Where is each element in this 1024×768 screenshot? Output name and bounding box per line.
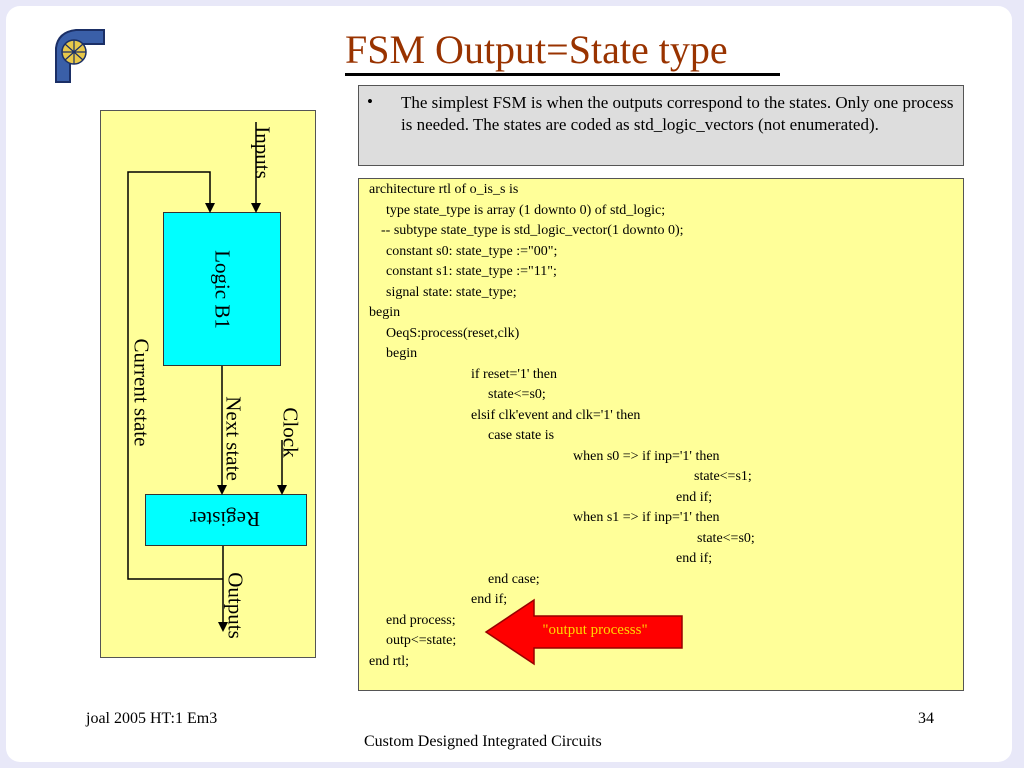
footer-author: joal 2005 HT:1 Em3 <box>86 710 218 727</box>
code-line: -- subtype state_type is std_logic_vecto… <box>381 223 684 238</box>
code-line: end if; <box>676 551 713 566</box>
code-line: type state_type is array (1 downto 0) of… <box>386 203 666 218</box>
code-line: end case; <box>488 572 540 587</box>
outputs-label: Outputs <box>223 572 248 639</box>
code-line: architecture rtl of o_is_s is <box>369 182 519 197</box>
footer-course: Custom Designed Integrated Circuits <box>364 733 602 750</box>
code-line: begin <box>369 305 401 320</box>
callout-arrow-icon <box>484 598 683 666</box>
code-line: state<=s0; <box>488 387 546 402</box>
university-logo-icon <box>55 29 105 83</box>
title-underline <box>345 73 780 76</box>
code-line: constant s1: state_type :="11"; <box>386 264 557 279</box>
description-box: • The simplest FSM is when the outputs c… <box>358 85 964 166</box>
fsm-block-diagram <box>100 110 316 658</box>
code-line: case state is <box>488 428 555 443</box>
code-line: outp<=state; <box>386 633 457 648</box>
register-label: Register <box>190 507 260 531</box>
code-line: OeqS:process(reset,clk) <box>386 326 520 341</box>
code-line: end process; <box>386 613 456 628</box>
code-line: constant s0: state_type :="00"; <box>386 244 558 259</box>
slide-title: FSM Output=State type <box>345 27 728 72</box>
logic-block <box>163 212 281 366</box>
next-state-label: Next state <box>221 396 246 481</box>
code-line: if reset='1' then <box>471 367 558 382</box>
inputs-label: Inputs <box>250 126 275 179</box>
code-line: when s1 => if inp='1' then <box>573 510 720 525</box>
callout-arrow-shape <box>484 598 683 666</box>
code-line: end if; <box>676 490 713 505</box>
callout-label: "output processs" <box>542 622 648 638</box>
code-line: end rtl; <box>369 654 410 669</box>
code-line: signal state: state_type; <box>386 285 517 300</box>
current-state-label: Current state <box>129 338 154 447</box>
code-box: architecture rtl of o_is_s is type state… <box>358 178 964 691</box>
clock-label: Clock <box>278 407 303 458</box>
code-line: elsif clk'event and clk='1' then <box>471 408 641 423</box>
description-text: The simplest FSM is when the outputs cor… <box>401 93 954 134</box>
code-line: state<=s0; <box>697 531 755 546</box>
code-line: state<=s1; <box>694 469 752 484</box>
bullet-symbol: • <box>367 92 373 111</box>
current-state-feedback-arrow <box>127 171 223 580</box>
code-line: end if; <box>471 592 508 607</box>
page-number: 34 <box>918 710 934 727</box>
code-line: when s0 => if inp='1' then <box>573 449 720 464</box>
code-line: begin <box>386 346 418 361</box>
logic-label: Logic B1 <box>210 250 235 329</box>
